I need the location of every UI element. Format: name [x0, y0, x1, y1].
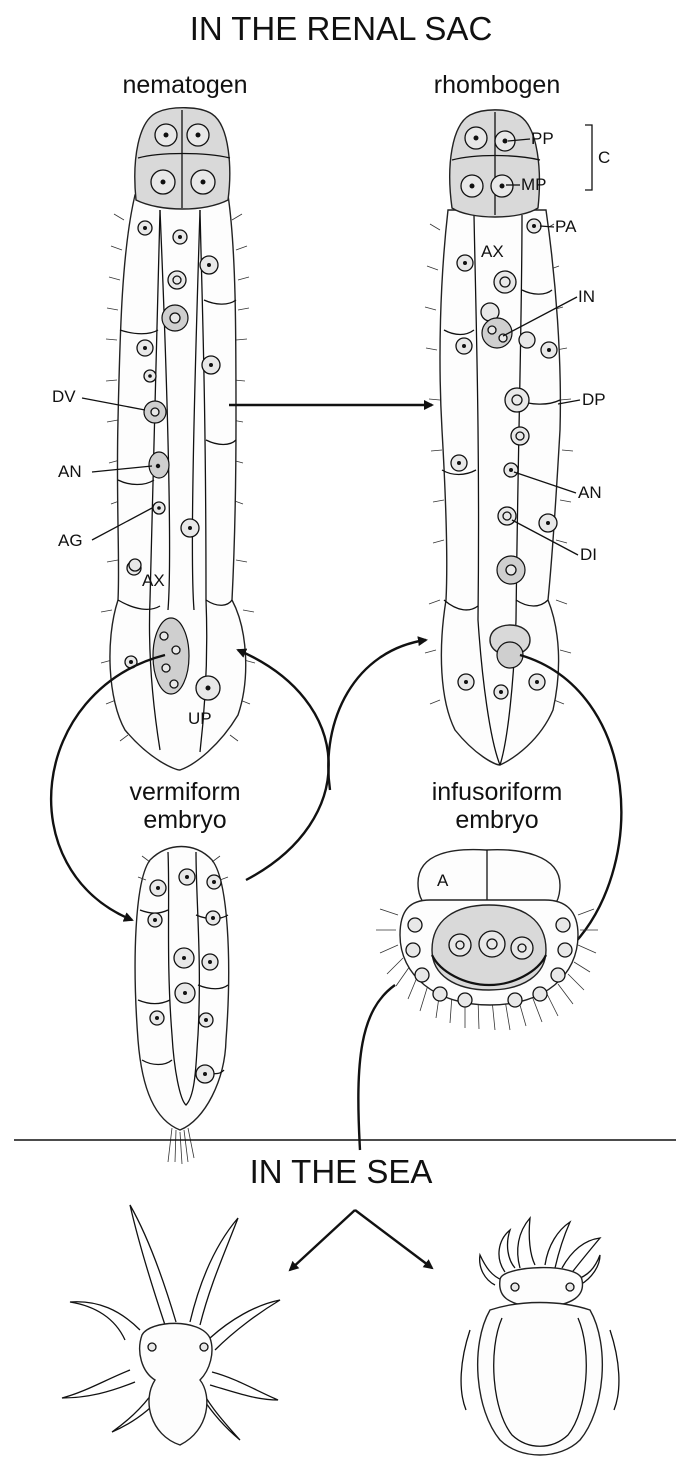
label-a: A	[437, 871, 449, 890]
label-ag: AG	[58, 531, 83, 550]
label-in: IN	[578, 287, 595, 306]
label-pp: PP	[531, 129, 554, 148]
label-ax-rhombogen: AX	[481, 242, 504, 261]
label-pa: PA	[555, 217, 577, 236]
label-up: UP	[188, 709, 212, 728]
line-infusoriform-to-sea	[358, 985, 395, 1150]
arrow-vermiform-to-nematogen	[238, 650, 329, 880]
label-c: C	[598, 148, 610, 167]
label-mp: MP	[521, 175, 547, 194]
label-an-rhombogen: AN	[578, 483, 602, 502]
squid-illustration	[461, 1218, 619, 1455]
label-dp: DP	[582, 390, 606, 409]
heading-sea: IN THE SEA	[250, 1153, 433, 1190]
arrow-to-octopus	[290, 1210, 355, 1270]
label-ax-nematogen: AX	[142, 571, 165, 590]
arrow-nematogen-to-rhombogen-cycle	[328, 640, 426, 790]
label-an-nematogen: AN	[58, 462, 82, 481]
title-infusoriform: infusoriform	[432, 778, 563, 806]
title-infusoriform-embryo: embryo	[455, 806, 538, 834]
octopus-illustration	[62, 1205, 280, 1445]
vermiform-embryo	[135, 847, 229, 1165]
label-di: DI	[580, 545, 597, 564]
title-nematogen: nematogen	[122, 71, 247, 99]
title-rhombogen: rhombogen	[434, 71, 560, 99]
arrow-to-squid	[355, 1210, 432, 1268]
infusoriform-embryo	[376, 850, 598, 1030]
rhombogen-body	[425, 110, 573, 765]
title-vermiform: vermiform	[129, 778, 240, 806]
label-dv: DV	[52, 387, 76, 406]
bracket-c	[585, 125, 592, 190]
heading-renal-sac: IN THE RENAL SAC	[190, 10, 493, 47]
title-vermiform-embryo: embryo	[143, 806, 226, 834]
